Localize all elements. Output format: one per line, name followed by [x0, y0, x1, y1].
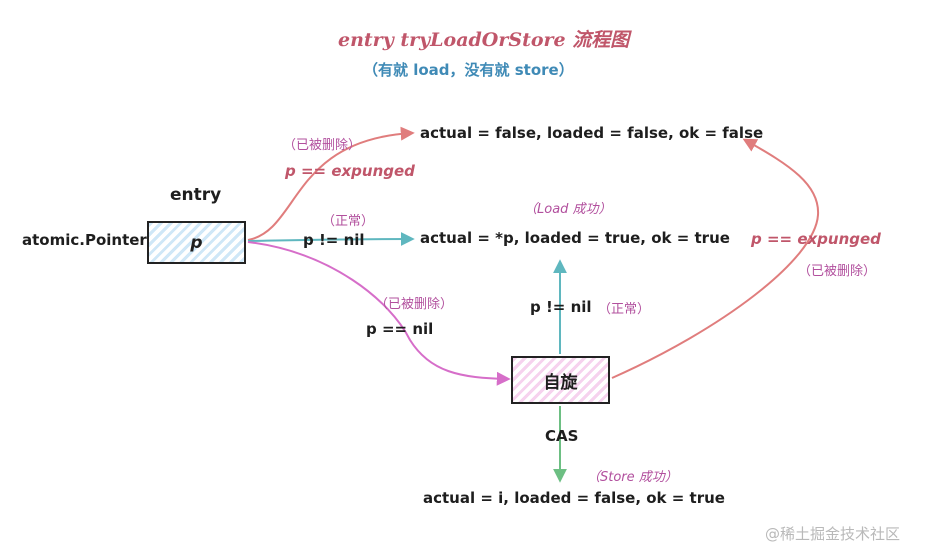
- diagram-subtitle: （有就 load，没有就 store）: [363, 61, 574, 79]
- expunged-note: （已被删除）: [283, 138, 362, 153]
- result-store: actual = i, loaded = false, ok = true: [423, 489, 725, 507]
- arrow-spin-expunged: [611, 138, 820, 379]
- entry-p-box: p: [147, 221, 246, 264]
- spin-box: 自旋: [511, 356, 610, 404]
- store-success-note: （Store 成功）: [587, 470, 678, 485]
- diagram-title: entry tryLoadOrStore 流程图: [338, 29, 630, 51]
- spin-expunged-condition: p == expunged: [751, 230, 881, 248]
- entry-label: entry: [170, 185, 222, 205]
- nil-note: （已被删除）: [375, 297, 454, 312]
- spin-text: 自旋: [543, 372, 578, 393]
- result-expunged: actual = false, loaded = false, ok = fal…: [420, 124, 764, 142]
- normal-condition: p != nil: [303, 231, 365, 249]
- nil-condition: p == nil: [366, 320, 434, 338]
- watermark: @稀土掘金技术社区: [765, 525, 901, 543]
- spin-normal-note: （正常）: [598, 302, 651, 317]
- cas-label: CAS: [545, 427, 579, 445]
- atomic-pointer-label: atomic.Pointer: [22, 231, 147, 249]
- arrow-entry-normal: [247, 232, 415, 247]
- normal-note: （正常）: [322, 214, 375, 229]
- arrow-entry-expunged: [247, 126, 415, 241]
- expunged-condition: p == expunged: [285, 162, 415, 180]
- result-load: actual = *p, loaded = true, ok = true: [420, 229, 730, 247]
- spin-expunged-note: （已被删除）: [798, 264, 877, 279]
- entry-p-text: p: [190, 232, 203, 253]
- spin-normal-condition: p != nil: [530, 298, 592, 316]
- load-success-note: （Load 成功）: [524, 202, 612, 217]
- arrow-entry-nil: [247, 241, 511, 386]
